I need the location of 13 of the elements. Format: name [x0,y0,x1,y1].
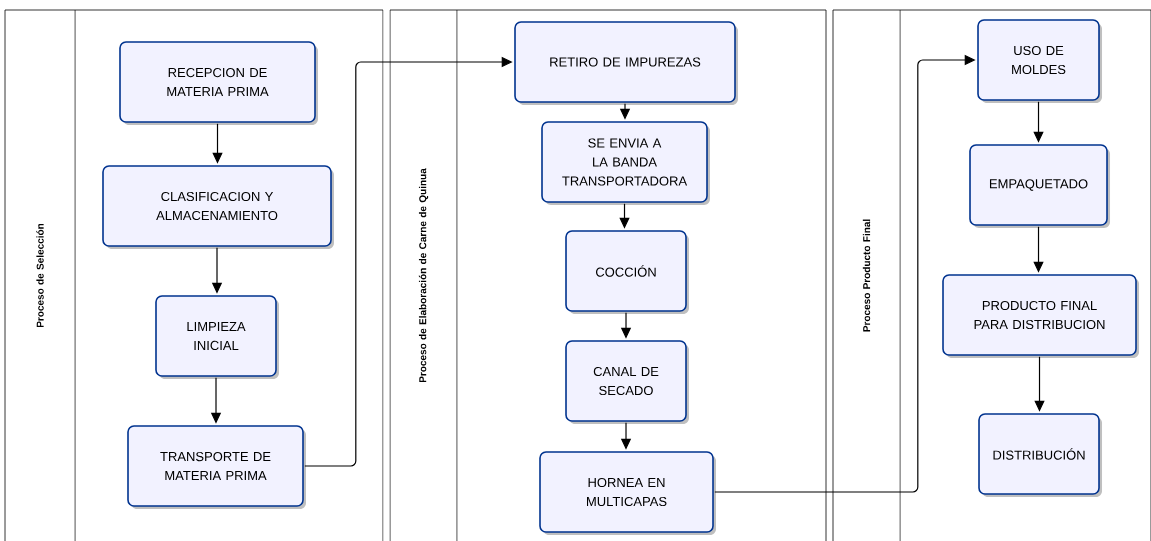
process-box: CLASIFICACION Y ALMACENAMIENTO [102,165,334,249]
process-box: RECEPCION DE MATERIA PRIMA [119,41,318,125]
process-box: CANAL DE SECADO [565,340,689,424]
process-box: TRANSPORTE DE MATERIA PRIMA [127,425,306,509]
process-box: RETIRO DE IMPUREZAS [514,21,738,105]
process-box: SE ENVIA A LA BANDA TRANSPORTADORA [541,121,710,205]
process-box: LIMPIEZA INICIAL [155,295,279,379]
process-box: EMPAQUETADO [969,144,1110,228]
process-box: COCCIÓN [565,230,689,314]
process-box: DISTRIBUCIÓN [978,413,1102,497]
process-box: HORNEA EN MULTICAPAS [539,451,716,535]
process-box: USO DE MOLDES [977,19,1102,103]
process-box: PRODUCTO FINAL PARA DISTRIBUCION [942,274,1139,358]
